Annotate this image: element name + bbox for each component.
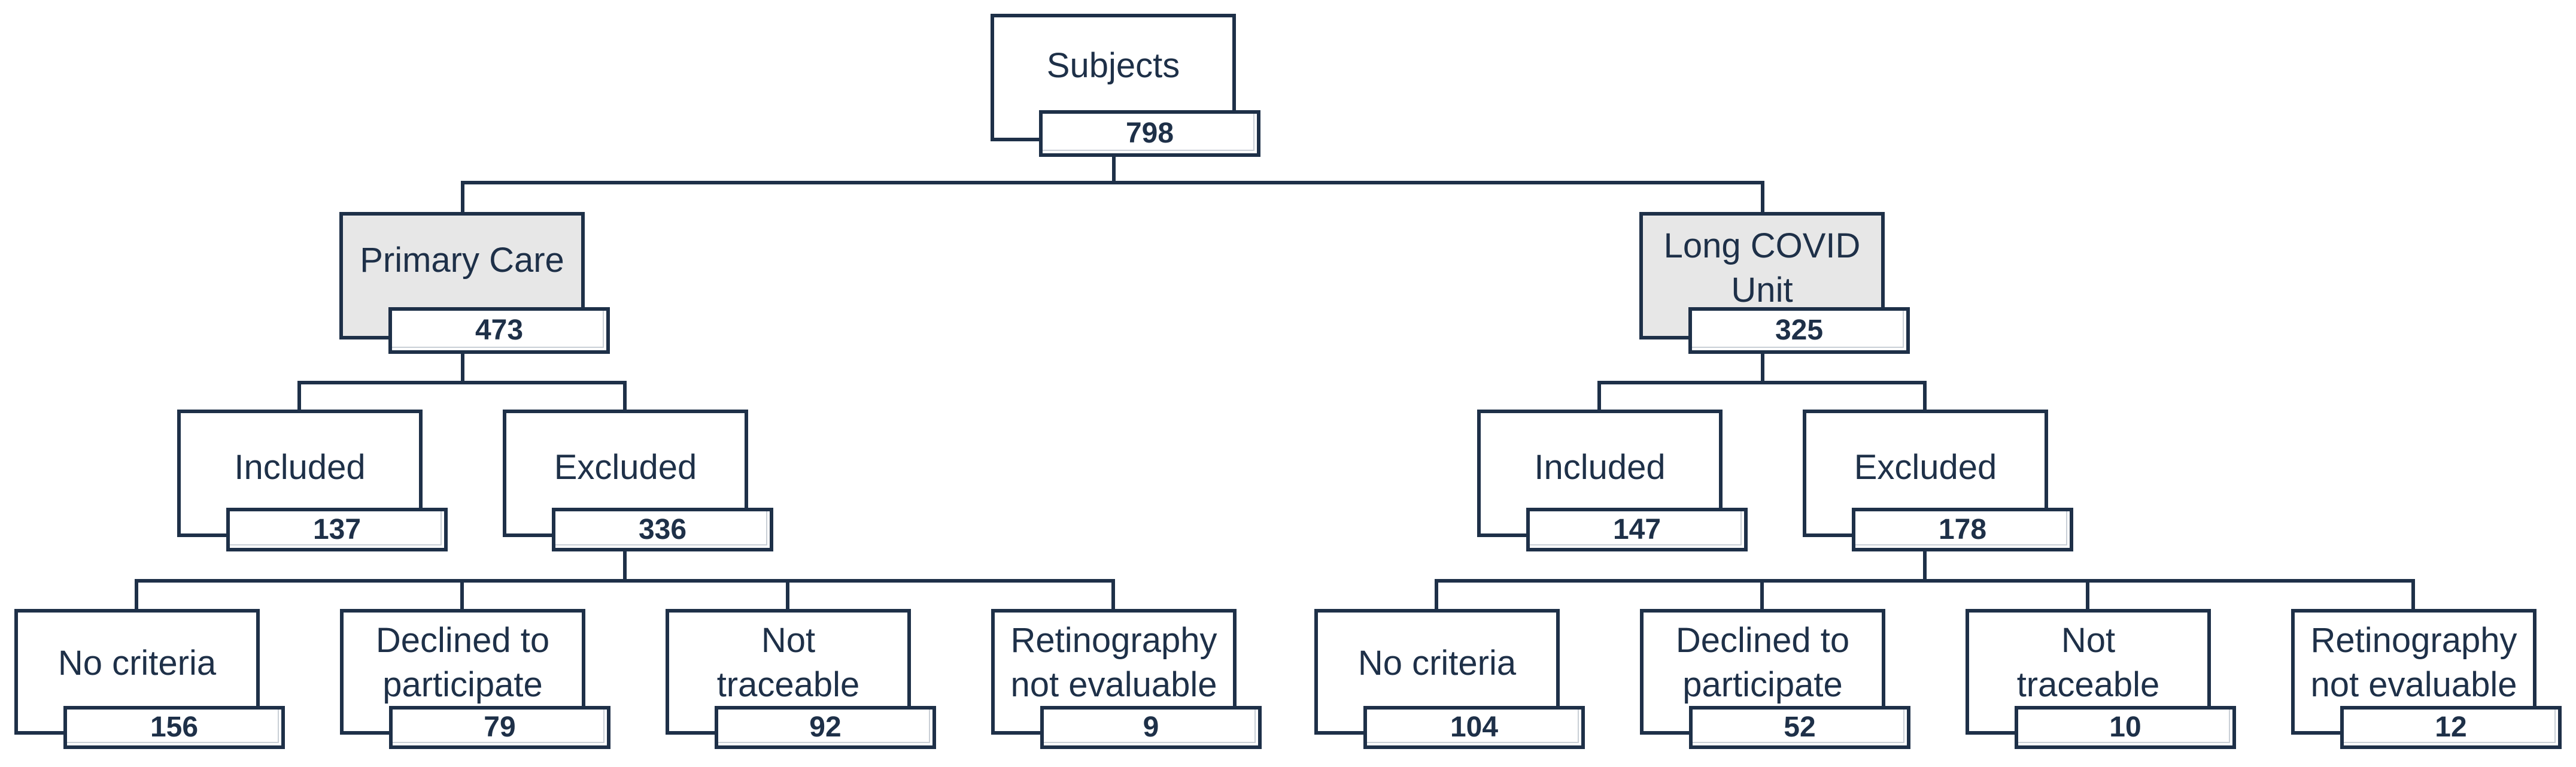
connector-line [1435,579,2415,583]
primary-care-count: 473 [388,307,610,354]
primary-care-included-count: 137 [226,508,448,551]
long-covid-unit-count: 325 [1688,307,1910,354]
connector-line [2411,579,2415,612]
long-covid-declined-count: 52 [1689,706,1910,749]
subjects-count: 798 [1039,110,1260,157]
connector-line [135,579,1115,583]
connector-line [297,381,301,411]
node-label: Retinography not evaluable [2310,621,2517,705]
node-label: Long COVID Unit [1663,226,1861,310]
node-label: Primary Care [360,241,564,280]
connector-line [1597,381,1601,411]
connector-line [623,381,627,411]
primary-care-no-criteria-count: 156 [63,706,285,749]
primary-care-declined-count: 79 [389,706,610,749]
node-label: Not traceable [716,621,860,705]
connector-line [1435,579,1438,612]
node-label: No criteria [1357,644,1517,683]
node-label: Declined to participate [375,621,550,705]
node-label: Retinography not evaluable [1010,621,1217,705]
connector-line [1597,381,1927,384]
long-covid-included-count: 147 [1526,508,1748,551]
connector-line [786,579,789,612]
primary-care-excluded-node: Excluded [503,410,748,537]
node-label: Excluded [554,448,697,487]
node-label: Declined to participate [1675,621,1850,705]
connector-line [297,381,627,384]
connector-line [2086,579,2089,612]
long-covid-excluded-node: Excluded [1803,410,2048,537]
connector-line [1112,154,1116,184]
primary-care-not-traceable-count: 92 [715,706,936,749]
connector-line [1761,354,1764,382]
connector-line [623,551,627,581]
connector-line [135,579,138,612]
connector-line [460,579,464,612]
long-covid-excluded-count: 178 [1852,508,2073,551]
node-label: Not traceable [2016,621,2160,705]
node-label: Included [234,448,366,487]
node-label: Included [1534,448,1666,487]
node-label: Subjects [1046,46,1180,85]
node-label: Excluded [1854,448,1997,487]
connector-line [1111,579,1115,612]
long-covid-included-node: Included [1477,410,1723,537]
primary-care-retinography-count: 9 [1040,706,1262,749]
long-covid-no-criteria-count: 104 [1363,706,1585,749]
primary-care-excluded-count: 336 [552,508,773,551]
connector-line [1760,579,1764,612]
connector-line [461,181,1764,184]
connector-line [1923,381,1927,411]
node-label: No criteria [57,644,217,683]
connector-line [461,354,464,382]
connector-line [461,181,464,214]
connector-line [1761,181,1764,214]
long-covid-retinography-count: 12 [2340,706,2562,749]
connector-line [1923,551,1927,581]
long-covid-not-traceable-count: 10 [2015,706,2236,749]
